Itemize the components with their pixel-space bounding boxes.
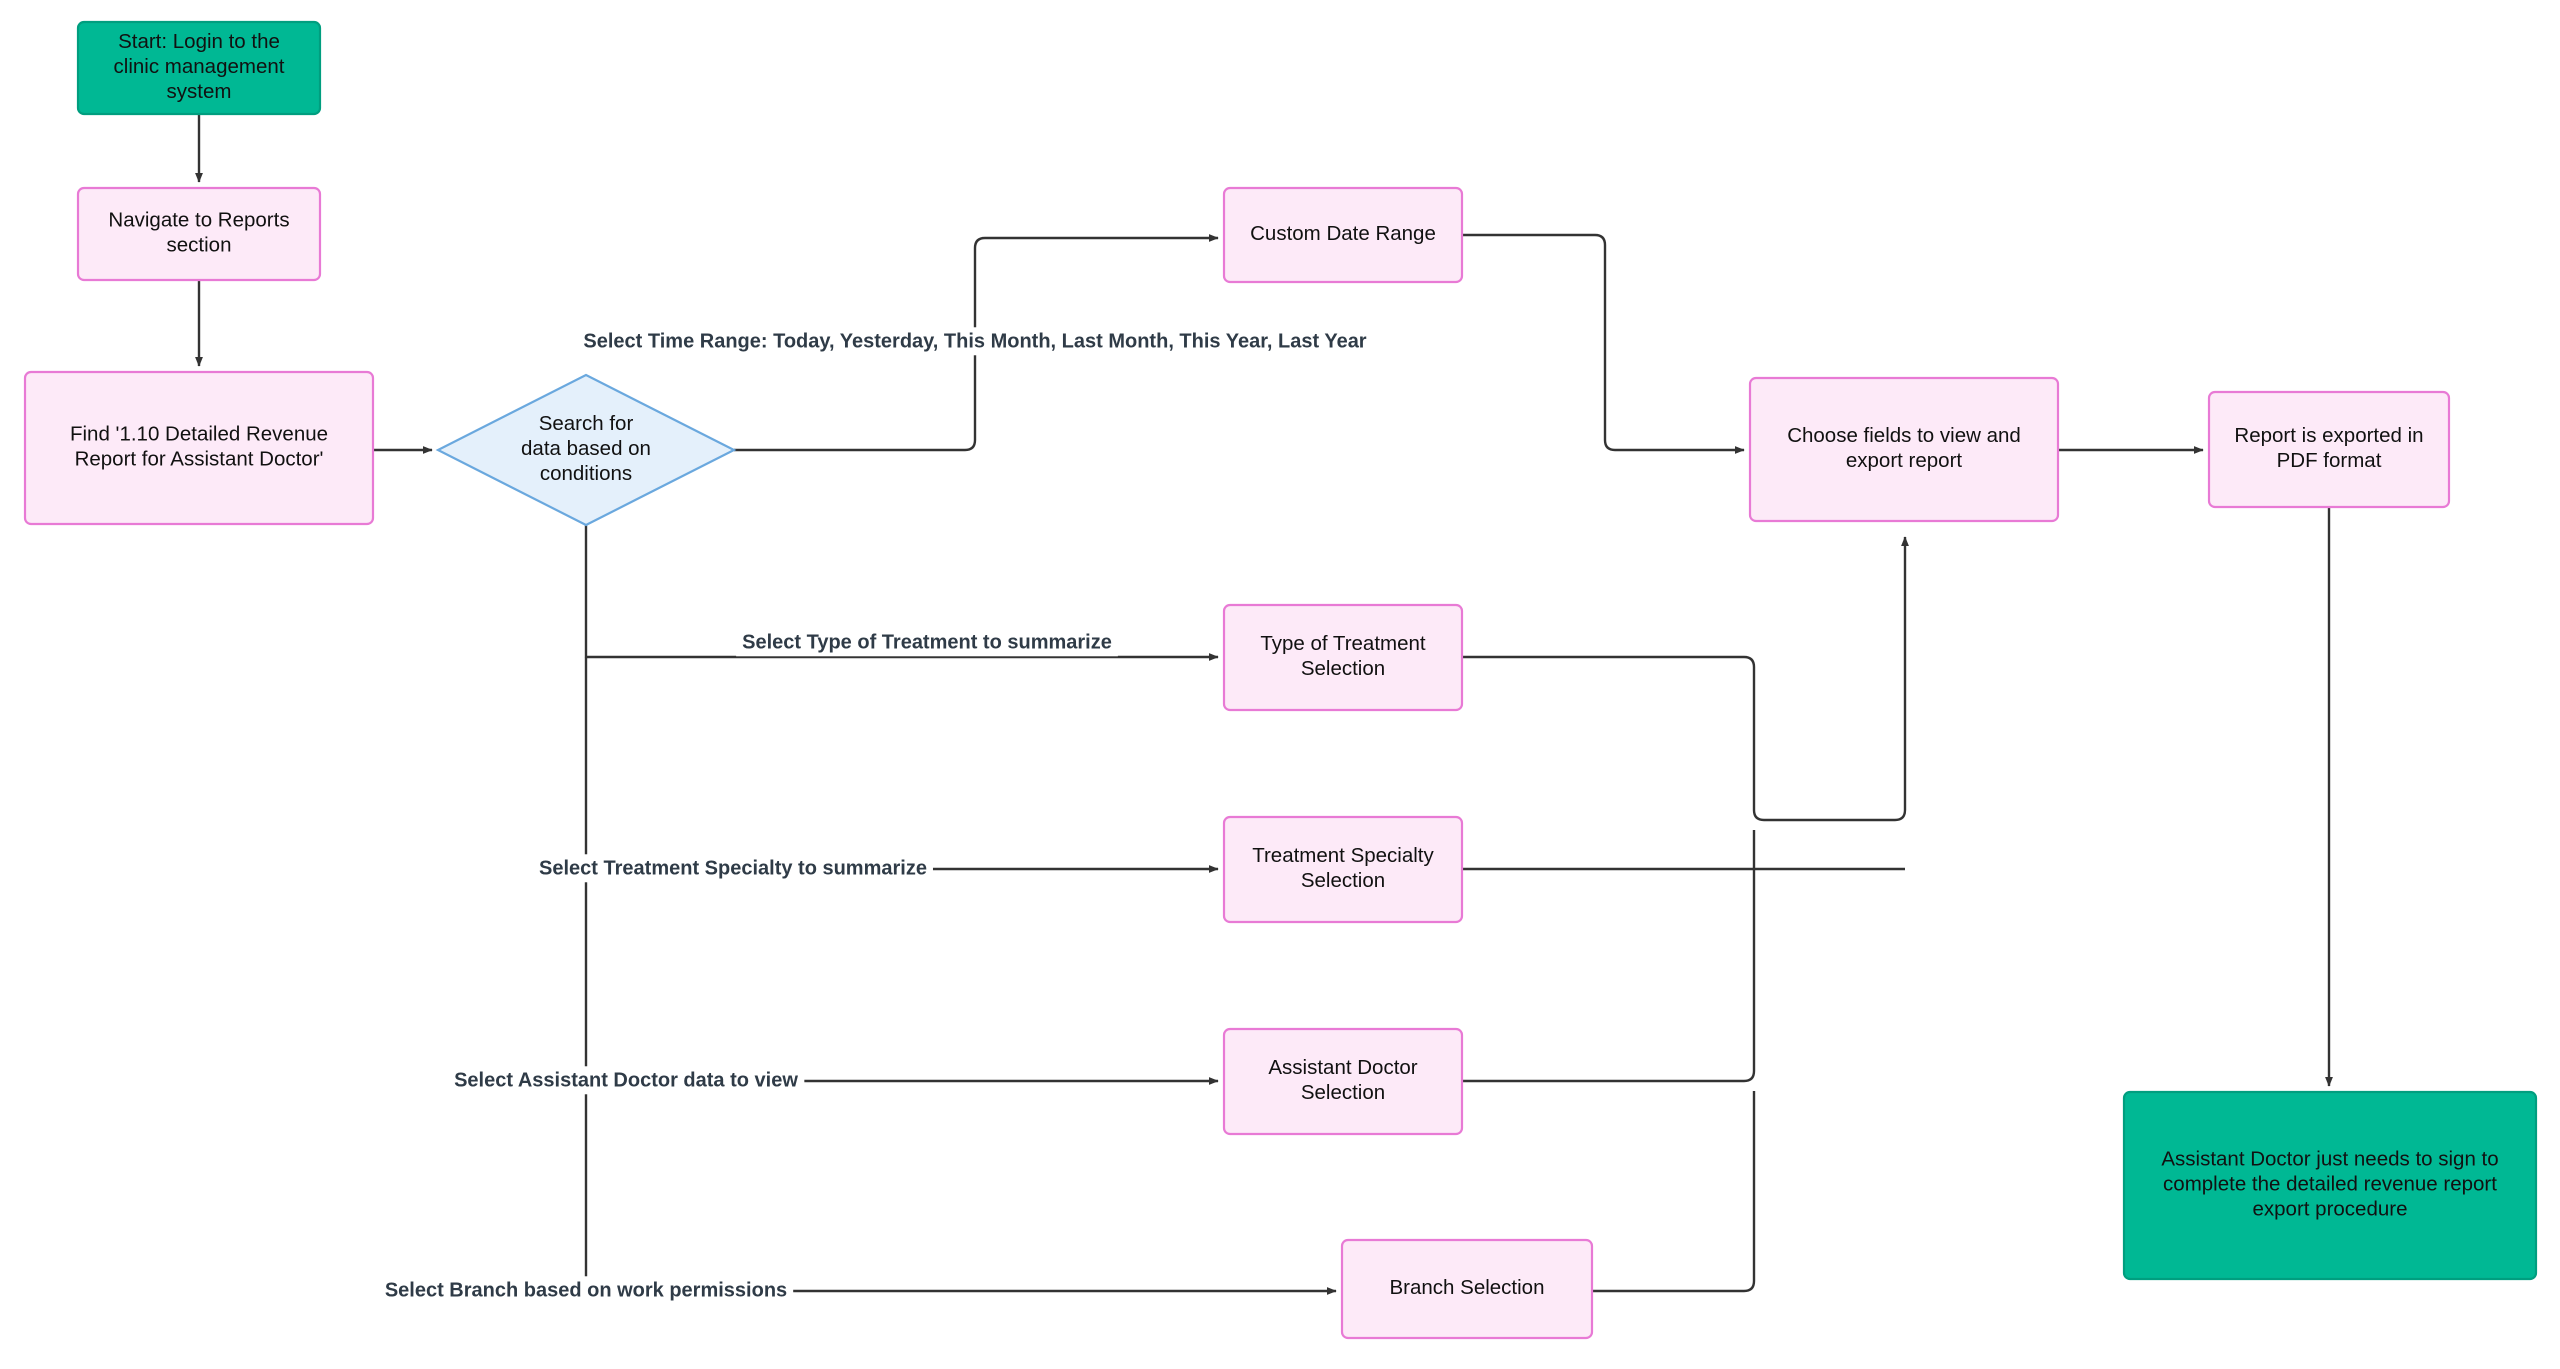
edge-label-background (577, 327, 1373, 356)
node-branch-selection[interactable]: Branch Selection (1340, 1238, 1594, 1340)
edge-label-text: Select Type of Treatment to summarize (742, 631, 1112, 653)
node-custom-date-range[interactable]: Custom Date Range (1222, 186, 1464, 284)
edge-label-text: Select Assistant Doctor data to view (454, 1069, 798, 1091)
edge-search-to-treatment-specialty (584, 657, 1219, 873)
node-shape-rect (1340, 1238, 1594, 1340)
edge-label-search-to-type-of-treatment: Select Type of Treatment to summarize (736, 628, 1118, 657)
node-shape-rect (1222, 186, 1464, 284)
edge-label-background (533, 854, 933, 883)
edge-label-background (736, 628, 1118, 657)
edge-label-text: Select Branch based on work permissions (385, 1279, 787, 1301)
edge-label-text: Select Time Range: Today, Yesterday, Thi… (583, 330, 1366, 352)
edge-label-text: Select Treatment Specialty to summarize (539, 857, 927, 879)
edge-label-background (378, 1276, 794, 1305)
node-shape-rect (2122, 1090, 2538, 1281)
node-label-custom-date-range: Custom Date Range (1250, 222, 1436, 245)
edge-type-of-treatment-to-choose-fields (1462, 536, 1909, 822)
node-shape-rect (76, 186, 322, 282)
edge-label-search-to-branch-selection: Select Branch based on work permissions (378, 1276, 794, 1305)
node-shape-rect (23, 370, 375, 526)
node-shape-rect (1222, 1027, 1464, 1136)
node-shape-rect (76, 20, 322, 116)
node-shape-rect (1748, 376, 2060, 523)
node-label-branch-selection: Branch Selection (1390, 1276, 1545, 1299)
node-shape-rect (1222, 815, 1464, 924)
edge-label-search-to-custom-date: Select Time Range: Today, Yesterday, Thi… (577, 327, 1373, 356)
edge-label-search-to-treatment-specialty: Select Treatment Specialty to summarize (533, 854, 933, 883)
node-shape-diamond (435, 373, 737, 527)
edge-search-to-assistant-doctor (584, 869, 1219, 1085)
node-shape-rect (2207, 390, 2451, 509)
edge-branch-selection-to-choose-fields (1592, 1091, 1756, 1293)
edge-assistant-doctor-to-choose-fields (1462, 830, 1756, 1083)
edge-labels-layer: Select Time Range: Today, Yesterday, Thi… (378, 327, 1373, 1305)
node-shape-rect (1222, 603, 1464, 712)
edge-label-background (448, 1066, 805, 1095)
edge-custom-date-to-choose-fields (1462, 233, 1745, 454)
edge-label-search-to-assistant-doctor: Select Assistant Doctor data to view (448, 1066, 805, 1095)
